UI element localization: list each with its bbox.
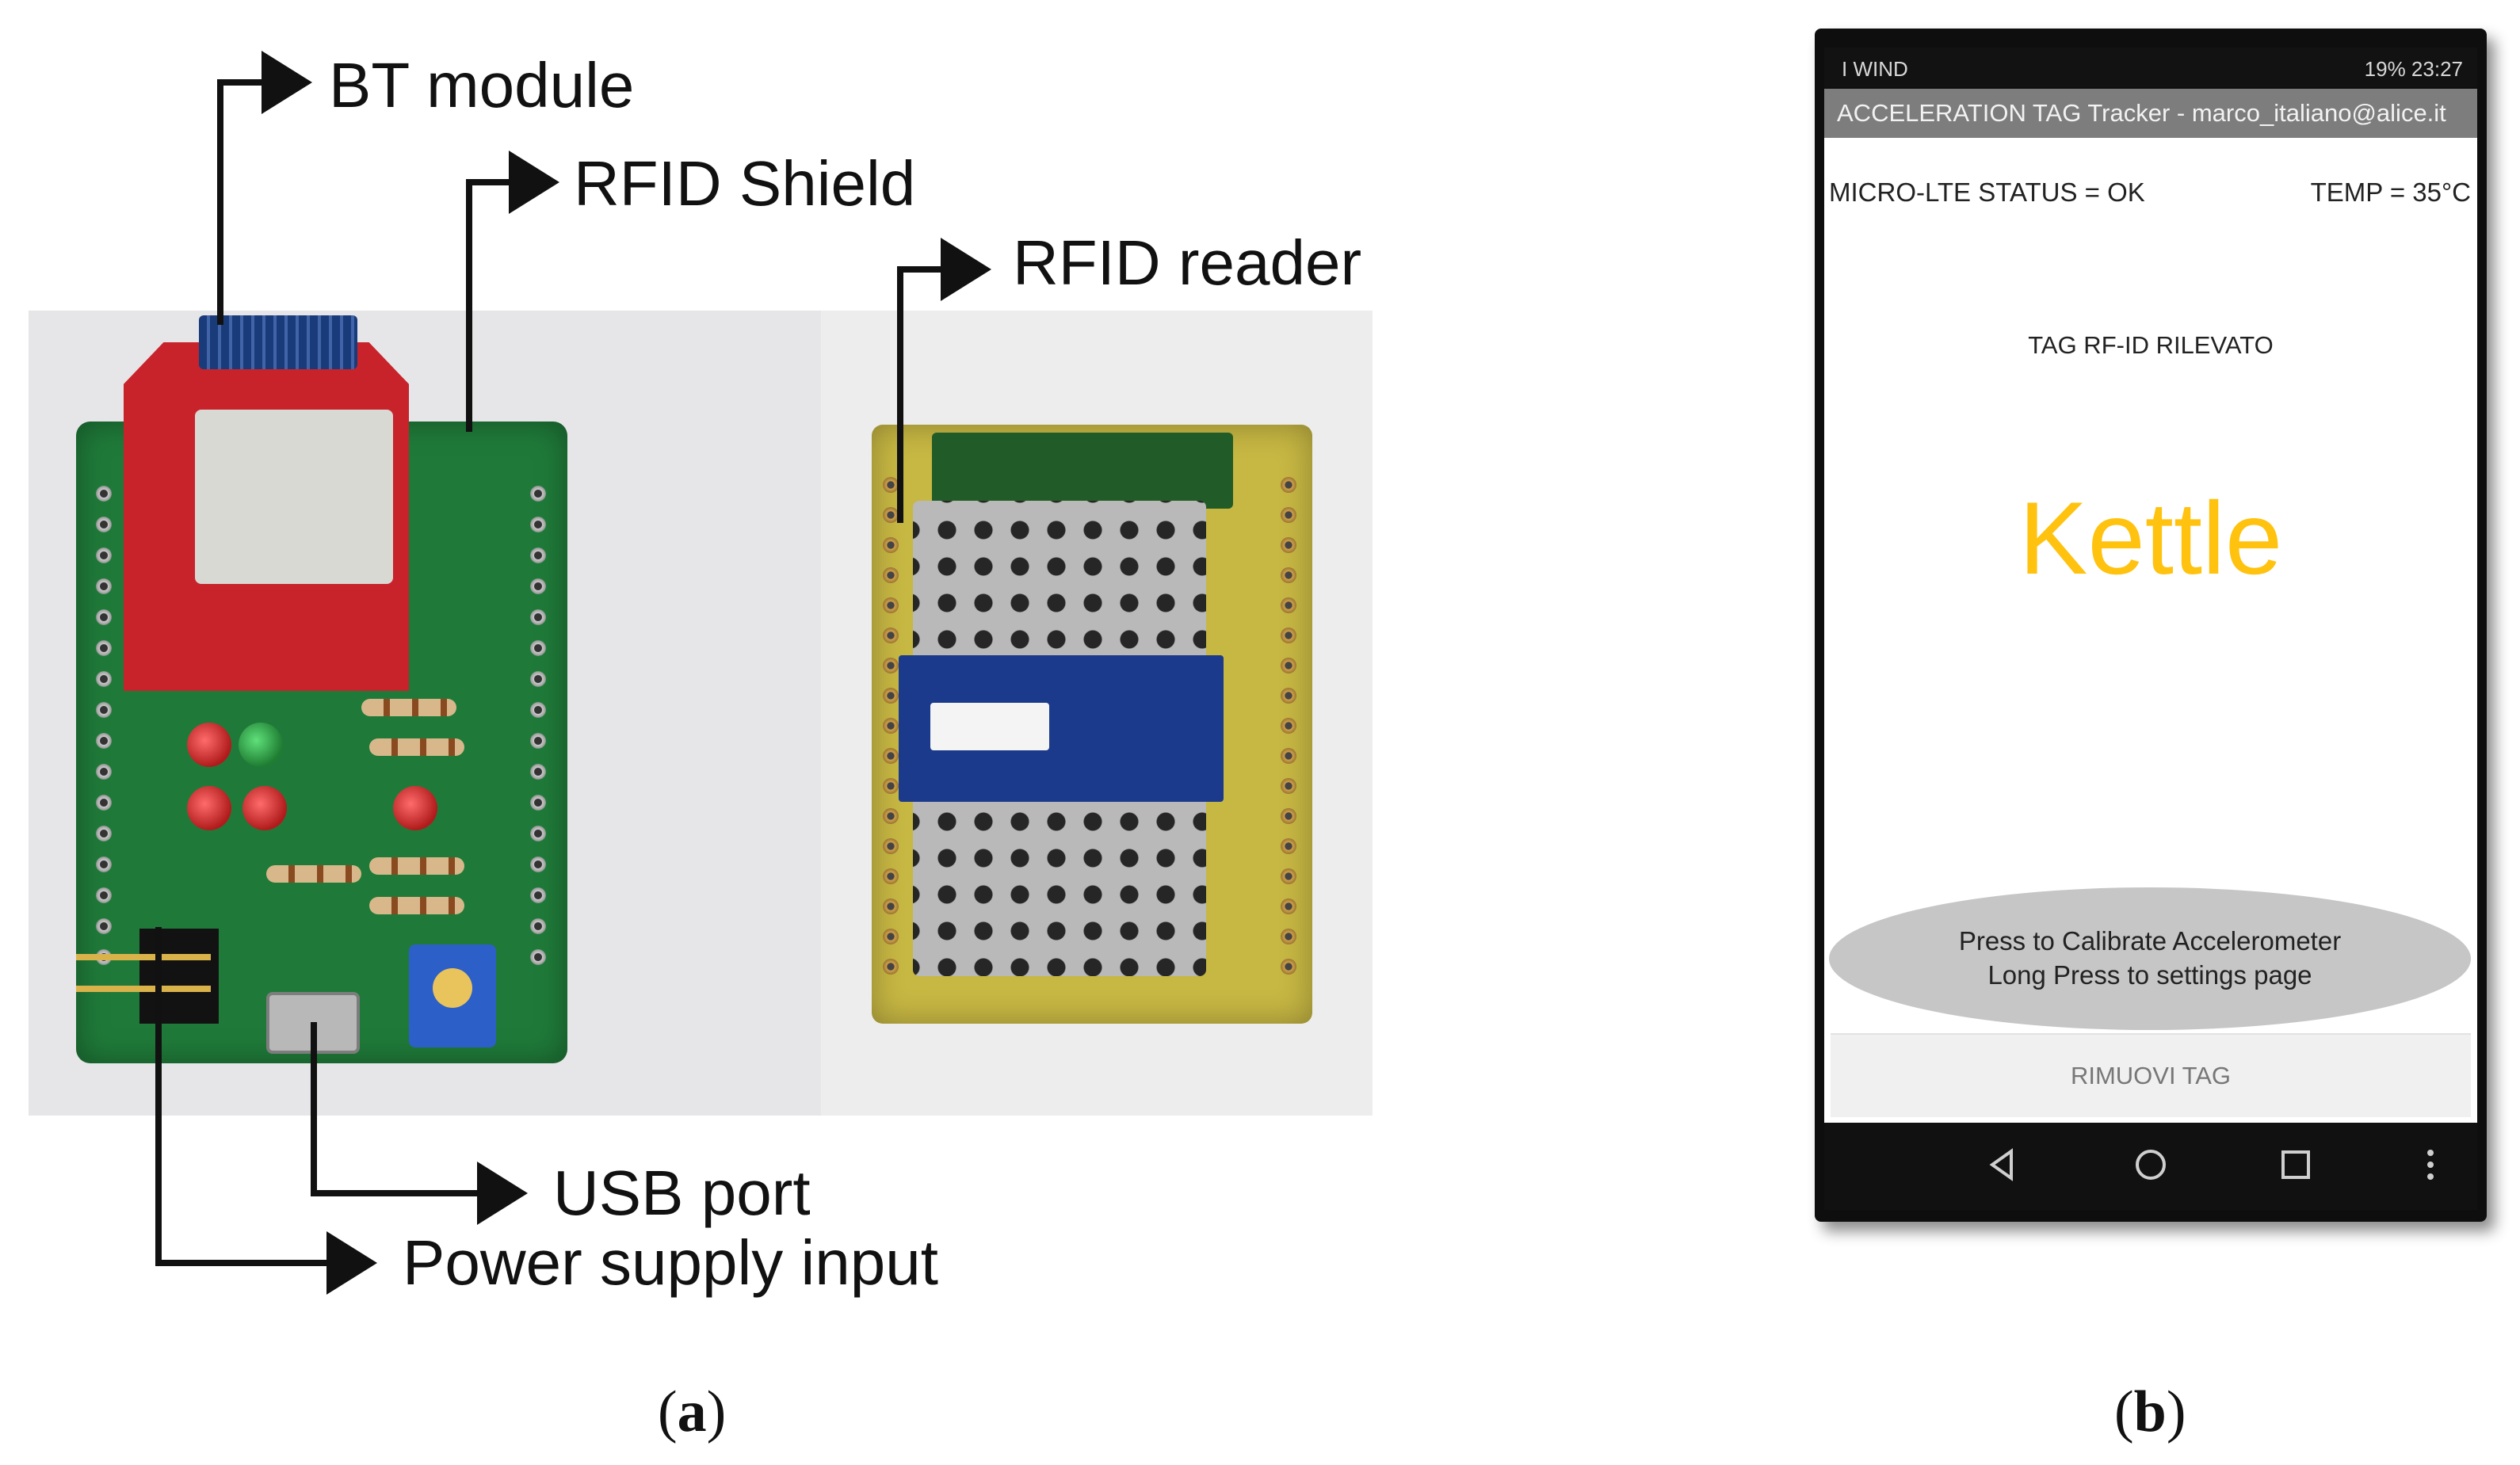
hardware-photo: [29, 311, 1373, 1116]
rfid-reader-pin: [883, 808, 899, 824]
left-pin-header: [94, 485, 114, 979]
tag-name: Kettle: [2018, 480, 2283, 596]
rfid-reader-pin: [883, 898, 899, 914]
status-bar: I WIND 19% 23:27: [1824, 48, 2477, 87]
micro-lte-status: MICRO-LTE STATUS = OK: [1829, 177, 2145, 207]
rfid-reader-pin: [1281, 748, 1296, 764]
app-screen: MICRO-LTE STATUS = OK TEMP = 35°C TAG RF…: [1824, 138, 2477, 1123]
back-icon[interactable]: [1983, 1145, 2022, 1185]
rfid-reader-pin: [883, 929, 899, 944]
trimmer-potentiometer: [409, 944, 496, 1047]
rfid-reader-pin: [1281, 929, 1296, 944]
rfid-reader-pin: [1281, 868, 1296, 884]
battery-time-text: 19% 23:27: [2364, 57, 2463, 81]
rfid-reader-pin: [883, 597, 899, 613]
led-red: [187, 723, 231, 767]
led-red: [393, 786, 437, 830]
temperature-readout: TEMP = 35°C: [2310, 177, 2471, 207]
rfid-reader-pin: [883, 658, 899, 673]
rfid-reader-pin: [1281, 507, 1296, 523]
resistor: [361, 699, 456, 716]
rfid-reader-pin: [1281, 477, 1296, 493]
rfid-shield-arrow: [466, 151, 559, 432]
rfid-reader-pin: [1281, 628, 1296, 643]
app-title-bar: ACCELERATION TAG Tracker - marco_italian…: [1824, 89, 2477, 138]
rfid-reader-pin: [1281, 688, 1296, 704]
rfid-reader-pin: [883, 838, 899, 854]
power-header-pins: [76, 944, 211, 1000]
bt-module-arrow: [217, 51, 312, 325]
usb-port-label: USB port: [553, 1158, 811, 1228]
resistor: [266, 865, 361, 883]
rfid-reader-pin: [1281, 537, 1296, 553]
rfid-reader-pin: [1281, 959, 1296, 975]
rfid-reader-pin: [883, 748, 899, 764]
rfid-reader-arrow: [897, 238, 991, 523]
rfid-reader-label: [899, 655, 1224, 802]
resistor: [369, 897, 464, 914]
rfid-reader-pin: [1281, 838, 1296, 854]
rfid-reader-pin: [883, 868, 899, 884]
led-green: [239, 723, 283, 767]
led-red: [242, 786, 287, 830]
rfid-reader-pin: [1281, 718, 1296, 734]
android-nav-bar: [1824, 1123, 2477, 1210]
led-red: [187, 786, 231, 830]
calibrate-accelerometer-button[interactable]: Press to Calibrate Accelerometer Long Pr…: [1829, 887, 2471, 1030]
tag-detected-text: TAG RF-ID RILEVATO: [2028, 331, 2274, 359]
rfid-reader-pin: [883, 718, 899, 734]
rfid-reader-pin: [883, 778, 899, 794]
remove-tag-button[interactable]: RIMUOVI TAG: [1831, 1033, 2471, 1117]
rfid-reader-pin: [1281, 658, 1296, 673]
power-supply-label: Power supply input: [403, 1227, 938, 1298]
rfid-reader-pin: [1281, 597, 1296, 613]
rfid-reader-pin: [1281, 898, 1296, 914]
bt-module-label: BT module: [329, 50, 635, 120]
rfid-reader-pin: [1281, 778, 1296, 794]
more-icon[interactable]: [2411, 1145, 2450, 1185]
rfid-reader-pin: [883, 477, 899, 493]
caption-b: (b): [2114, 1379, 2186, 1444]
usb-port-arrow: [311, 1022, 528, 1225]
power-supply-arrow: [155, 927, 377, 1295]
right-pin-header: [528, 485, 548, 979]
rfid-reader-connector-strip: [932, 433, 1233, 509]
rfid-reader-pin: [883, 628, 899, 643]
rfid-reader-pin: [1281, 808, 1296, 824]
resistor: [369, 857, 464, 875]
caption-a: (a): [658, 1379, 727, 1444]
rfid-reader-pin: [883, 507, 899, 523]
rfid-reader-pin: [883, 537, 899, 553]
rfid-reader-pin: [883, 959, 899, 975]
calibrate-line-1: Press to Calibrate Accelerometer: [1958, 926, 2342, 956]
rfid-reader-pin: [883, 567, 899, 583]
calibrate-line-2: Long Press to settings page: [1987, 960, 2312, 990]
resistor: [369, 738, 464, 756]
recents-icon[interactable]: [2276, 1145, 2316, 1185]
rfid-reader-pin: [1281, 567, 1296, 583]
rfid-reader-pin: [883, 688, 899, 704]
rfid-reader-label-text: RFID reader: [1013, 227, 1362, 298]
rfid-shield-label: RFID Shield: [574, 148, 916, 219]
home-icon[interactable]: [2131, 1145, 2171, 1185]
carrier-text: I WIND: [1842, 57, 1908, 81]
bt-antenna: [199, 315, 357, 369]
